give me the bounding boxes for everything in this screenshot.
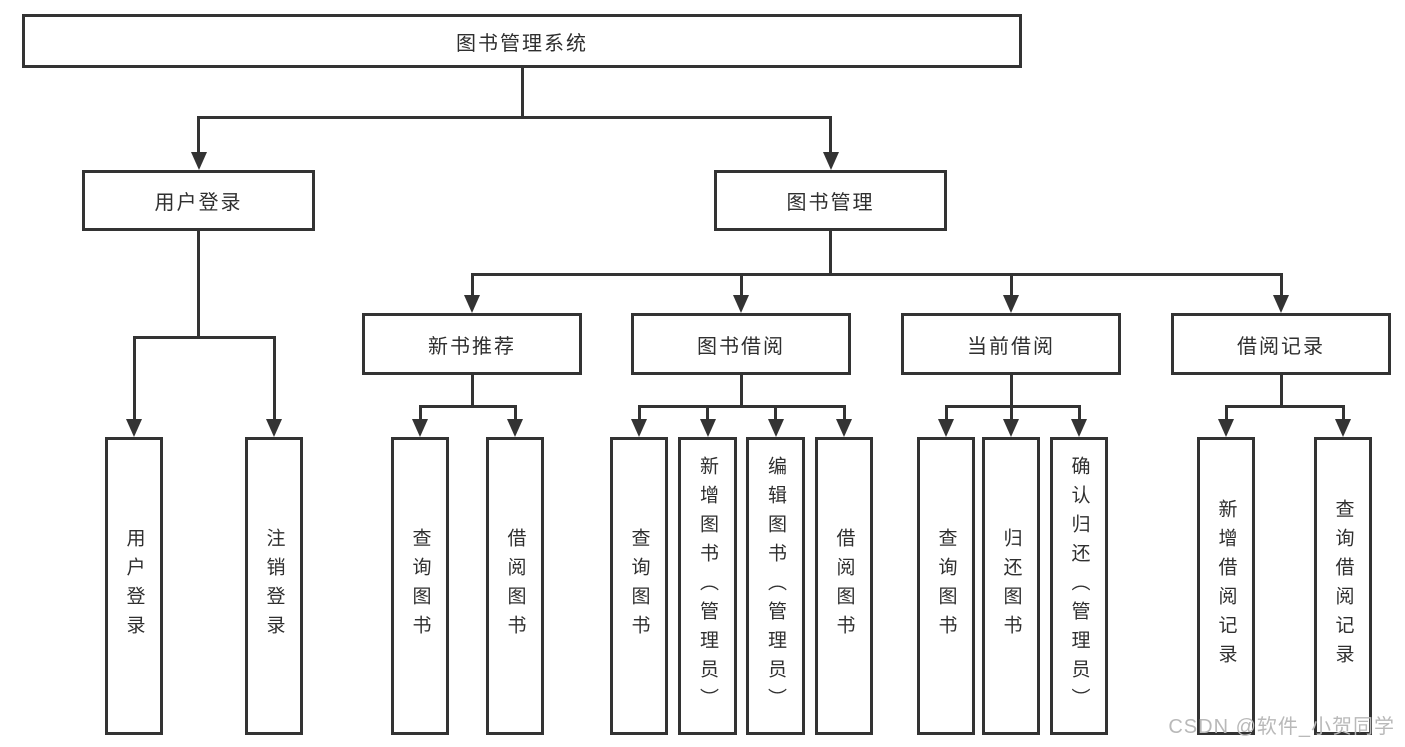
connector-line [132, 335, 276, 339]
node-book-borrowing: 图书借阅 [631, 313, 851, 375]
connector-line [774, 404, 777, 420]
leaf-label: 注销登录 [263, 528, 285, 644]
node-label: 借阅记录 [1237, 335, 1325, 358]
node-borrowing-records: 借阅记录 [1171, 313, 1391, 375]
connector-line [418, 404, 517, 408]
leaf-query-borrow-record: 查询借阅记录 [1314, 437, 1372, 735]
leaf-label: 查询图书 [935, 528, 957, 644]
connector-line [829, 115, 832, 153]
node-label: 图书借阅 [697, 335, 785, 358]
node-library-management-system: 图书管理系统 [22, 14, 1022, 68]
node-book-management: 图书管理 [714, 170, 947, 231]
leaf-label: 归还图书 [1000, 528, 1022, 644]
connector-line [470, 272, 1283, 276]
arrow-down-icon [836, 419, 852, 437]
leaf-borrow-books-recommend: 借阅图书 [486, 437, 544, 735]
connector-line [1077, 404, 1081, 420]
leaf-label: 查询图书 [628, 528, 650, 644]
node-current-borrowing: 当前借阅 [901, 313, 1121, 375]
leaf-label: 用户登录 [123, 528, 145, 644]
leaf-label: 编辑图书（管理员） [765, 455, 786, 717]
arrow-down-icon [733, 295, 749, 313]
leaf-label: 确认归还（管理员） [1068, 455, 1090, 717]
connector-line [470, 375, 474, 407]
leaf-return-books: 归还图书 [982, 437, 1040, 735]
connector-line [197, 115, 200, 153]
leaf-label: 借阅图书 [504, 528, 526, 644]
node-new-book-recommendation: 新书推荐 [362, 313, 582, 375]
connector-line [1279, 375, 1283, 407]
node-label: 当前借阅 [967, 335, 1055, 358]
leaf-borrow-books-borrowing: 借阅图书 [815, 437, 873, 735]
connector-line [637, 404, 846, 408]
leaf-query-books-borrowing: 查询图书 [610, 437, 668, 735]
connector-line [1009, 272, 1013, 296]
node-label: 用户登录 [154, 192, 243, 214]
arrow-down-icon [631, 419, 647, 437]
arrow-down-icon [822, 152, 839, 170]
arrow-down-icon [1218, 419, 1234, 437]
connector-line [418, 404, 422, 420]
arrow-down-icon [938, 419, 954, 437]
arrow-down-icon [190, 152, 207, 170]
leaf-add-borrow-record: 新增借阅记录 [1197, 437, 1255, 735]
node-user-login: 用户登录 [82, 170, 315, 231]
leaf-user-login: 用户登录 [105, 437, 163, 735]
leaf-label: 新增图书（管理员） [697, 455, 718, 717]
arrow-down-icon [412, 419, 428, 437]
watermark: CSDN @软件_小贺同学 [1168, 716, 1395, 738]
leaf-logout: 注销登录 [245, 437, 303, 735]
connector-line [944, 404, 948, 420]
arrow-down-icon [1273, 295, 1289, 313]
arrow-down-icon [699, 419, 716, 437]
node-label: 新书推荐 [428, 335, 516, 358]
arrow-down-icon [266, 419, 282, 437]
arrow-down-icon [767, 419, 784, 437]
arrow-down-icon [507, 419, 523, 437]
leaf-edit-book-admin: 编辑图书（管理员） [746, 437, 805, 735]
connector-line [637, 404, 641, 420]
connector-line [132, 335, 136, 420]
connector-line [739, 375, 743, 407]
connector-line [470, 272, 474, 296]
arrow-down-icon [1003, 419, 1019, 437]
leaf-add-book-admin: 新增图书（管理员） [678, 437, 737, 735]
leaf-label: 查询图书 [409, 528, 431, 644]
leaf-query-books-current: 查询图书 [917, 437, 975, 735]
connector-line [1341, 404, 1345, 420]
connector-line [706, 404, 709, 420]
connector-line [1009, 375, 1013, 407]
leaf-label: 查询借阅记录 [1332, 499, 1354, 673]
connector-line [197, 231, 200, 338]
arrow-down-icon [1335, 419, 1351, 437]
connector-line [1224, 404, 1228, 420]
connector-line [739, 272, 743, 296]
connector-line [513, 404, 517, 420]
connector-line [272, 335, 276, 420]
leaf-label: 新增借阅记录 [1215, 499, 1237, 673]
connector-line [1009, 404, 1013, 420]
leaf-label: 借阅图书 [833, 528, 855, 644]
leaf-confirm-return-admin: 确认归还（管理员） [1050, 437, 1108, 735]
arrow-down-icon [126, 419, 142, 437]
node-label: 图书管理系统 [456, 32, 588, 55]
connector-line [197, 115, 832, 119]
connector-line [1279, 272, 1283, 296]
leaf-query-books-recommend: 查询图书 [391, 437, 449, 735]
connector-line [944, 404, 1081, 408]
arrow-down-icon [1071, 419, 1087, 437]
connector-line [829, 231, 832, 275]
node-label: 图书管理 [786, 192, 875, 214]
connector-line [842, 404, 846, 420]
connector-line [520, 68, 524, 118]
connector-line [1224, 404, 1345, 408]
arrow-down-icon [464, 295, 480, 313]
arrow-down-icon [1003, 295, 1019, 313]
